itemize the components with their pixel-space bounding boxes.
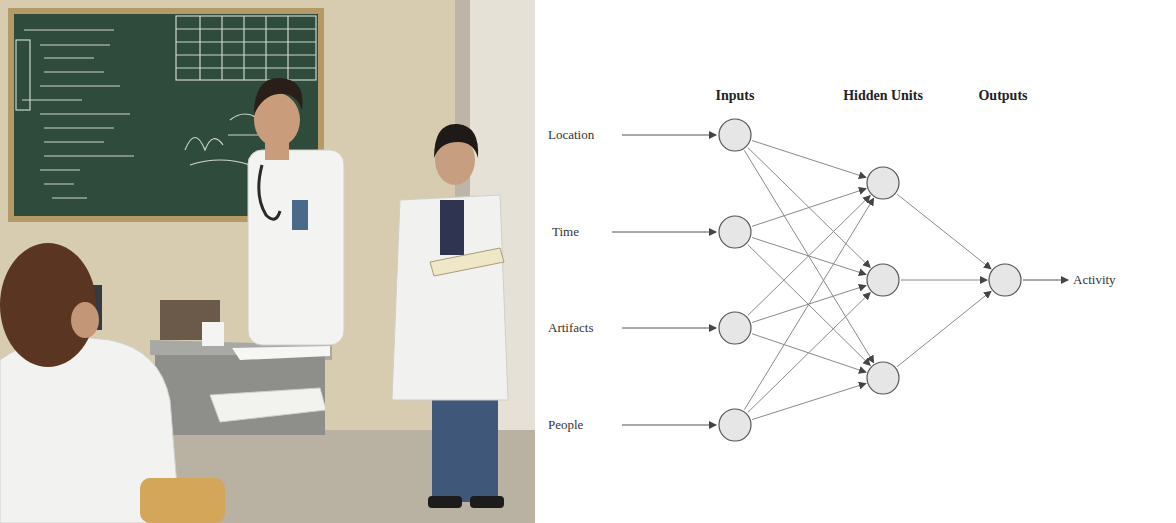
circle-outline: [866, 263, 900, 297]
column-heading: Hidden Units: [843, 88, 923, 104]
weight-connection: [897, 291, 991, 366]
column-heading: Outputs: [978, 88, 1027, 104]
circle-outline: [866, 166, 900, 200]
circle-outline: [718, 408, 752, 442]
weight-connection: [744, 198, 873, 409]
circle-outline: [718, 215, 752, 249]
node-label: Time: [552, 224, 579, 240]
neuron-circle: Location: [718, 118, 752, 152]
weight-connection: [752, 189, 866, 227]
neuron-circle: People: [718, 408, 752, 442]
node-label: Artifacts: [548, 320, 593, 336]
circle-outline: [718, 311, 752, 345]
weight-connection: [752, 141, 866, 178]
circle-outline: [988, 263, 1022, 297]
node-label: People: [548, 417, 583, 433]
neuron-circle: Artifacts: [718, 311, 752, 345]
circle-outline: [866, 361, 900, 395]
weight-connection: [748, 245, 870, 366]
weight-connection: [748, 148, 870, 268]
weight-connection: [748, 196, 870, 316]
weight-connection: [901, 280, 987, 281]
weight-connection: [744, 150, 873, 362]
neuron-circle: [866, 166, 900, 200]
node-label: Location: [548, 127, 594, 143]
input-leaders: [612, 135, 1068, 425]
weight-connection: [897, 194, 991, 269]
clinic-photo: [0, 0, 535, 523]
neuron-circle: Activity: [988, 263, 1022, 297]
neuron-circle: Time: [718, 215, 752, 249]
weight-connection: [752, 383, 866, 419]
column-heading: Inputs: [716, 88, 755, 104]
circle-outline: [718, 118, 752, 152]
neuron-circle: [866, 361, 900, 395]
node-label: Activity: [1073, 272, 1116, 288]
neuron-circle: [866, 263, 900, 297]
weight-connection: [748, 293, 870, 413]
